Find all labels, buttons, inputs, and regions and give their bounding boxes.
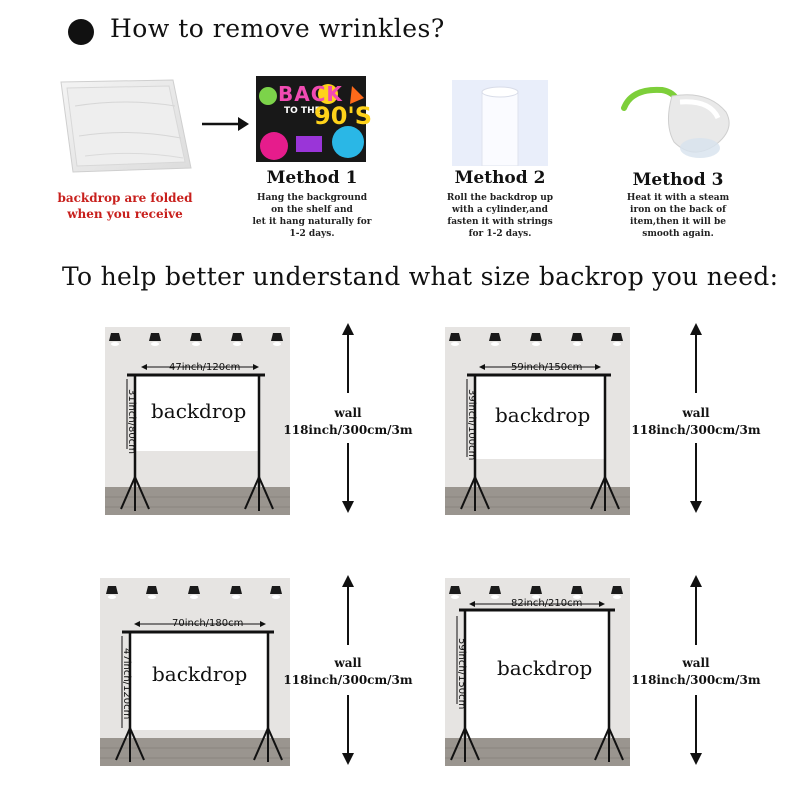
scene-2-wall-word: wall [682,406,710,420]
scene-2: 59inch/150cm 39inch/100cm backdrop [445,327,630,515]
method-1-image: BACK TO THE 90'S [256,76,372,162]
scene-4-height-label: 59inch/150cm [456,638,467,710]
scene-1-illustration [105,327,290,515]
scene-4-wall-size: 118inch/300cm/3m [631,673,761,687]
scene-1-wall-size: 118inch/300cm/3m [283,423,413,437]
method-2-line: for 1-2 days. [468,229,532,239]
scene-1-width-label: 47inch/120cm [169,362,241,373]
arrow-right-icon [202,117,249,131]
steam-iron-icon [621,86,730,158]
scene-4-wall-word: wall [682,656,710,670]
scene-3-wall-text: wall 118inch/300cm/3m [278,655,418,689]
method-1-line: 1-2 days. [289,229,335,239]
scene-1: 47inch/120cm 31inch/80cm backdrop [105,327,290,515]
retro-text-to-the: TO THE [284,106,321,116]
method-3-title: Method 3 [632,170,724,190]
retro-text-90s: 90'S [314,102,373,130]
method-2-line: Roll the backdrop up [446,193,554,203]
rolled-cylinder-image [452,80,548,166]
scene-2-illustration [445,327,630,515]
page-title: How to remove wrinkles? [110,14,445,43]
method-3-line: item,then it will be [630,217,726,227]
method-1-line: Hang the background [256,193,368,203]
scene-3-backdrop-label: backdrop [152,662,248,686]
retro-text-back: BACK [278,82,343,106]
scene-4: 82inch/210cm 59inch/150cm backdrop [445,578,630,766]
method-2-title: Method 2 [454,168,546,188]
scene-3-width-label: 70inch/180cm [172,618,244,629]
scene-3-wall-size: 118inch/300cm/3m [283,673,413,687]
method-2-description: Roll the backdrop up with a cylinder,and… [438,192,562,240]
scene-1-backdrop-label: backdrop [151,399,247,423]
method-2-line: with a cylinder,and [452,205,548,215]
scene-4-width-label: 82inch/210cm [511,598,583,609]
scene-3-height-label: 47inch/120cm [121,648,132,720]
method-2-line: fasten it with strings [447,217,553,227]
method-1-title: Method 1 [266,168,358,188]
scene-2-height-arrow-icon [690,323,702,513]
scene-2-width-label: 59inch/150cm [511,362,583,373]
method-3-line: iron on the back of [630,205,726,215]
scene-3: 70inch/180cm 47inch/120cm backdrop [100,578,290,766]
scene-3-height-arrow-icon [342,575,354,765]
method-1-line: on the shelf and [271,205,353,215]
bullet-dot [68,19,94,45]
scene-2-wall-size: 118inch/300cm/3m [631,423,761,437]
scene-1-wall-text: wall 118inch/300cm/3m [278,405,418,439]
section-title: To help better understand what size back… [62,262,779,291]
scene-4-height-arrow-icon [690,575,702,765]
scene-4-wall-text: wall 118inch/300cm/3m [626,655,766,689]
method-1-line: let it hang naturally for [252,217,372,227]
folded-caption-line-2: when you receive [67,207,183,221]
scene-2-height-label: 39inch/100cm [466,389,477,461]
method-3-description: Heat it with a steam iron on the back of… [614,192,742,240]
method-3-line: Heat it with a steam [626,193,730,203]
scene-4-illustration [445,578,630,766]
scene-3-wall-word: wall [334,656,362,670]
scene-3-illustration [100,578,290,766]
method-1-description: Hang the background on the shelf and let… [250,192,374,240]
scene-1-wall-word: wall [334,406,362,420]
folded-backdrop-image [60,79,192,173]
scene-1-height-label: 31inch/80cm [126,389,137,455]
method-3-line: smooth again. [642,229,714,239]
scene-2-backdrop-label: backdrop [495,403,591,427]
folded-caption-line-1: backdrop are folded [57,191,193,205]
scene-4-backdrop-label: backdrop [497,656,593,680]
scene-1-height-arrow-icon [342,323,354,513]
scene-2-wall-text: wall 118inch/300cm/3m [626,405,766,439]
folded-caption: backdrop are folded when you receive [50,190,200,222]
